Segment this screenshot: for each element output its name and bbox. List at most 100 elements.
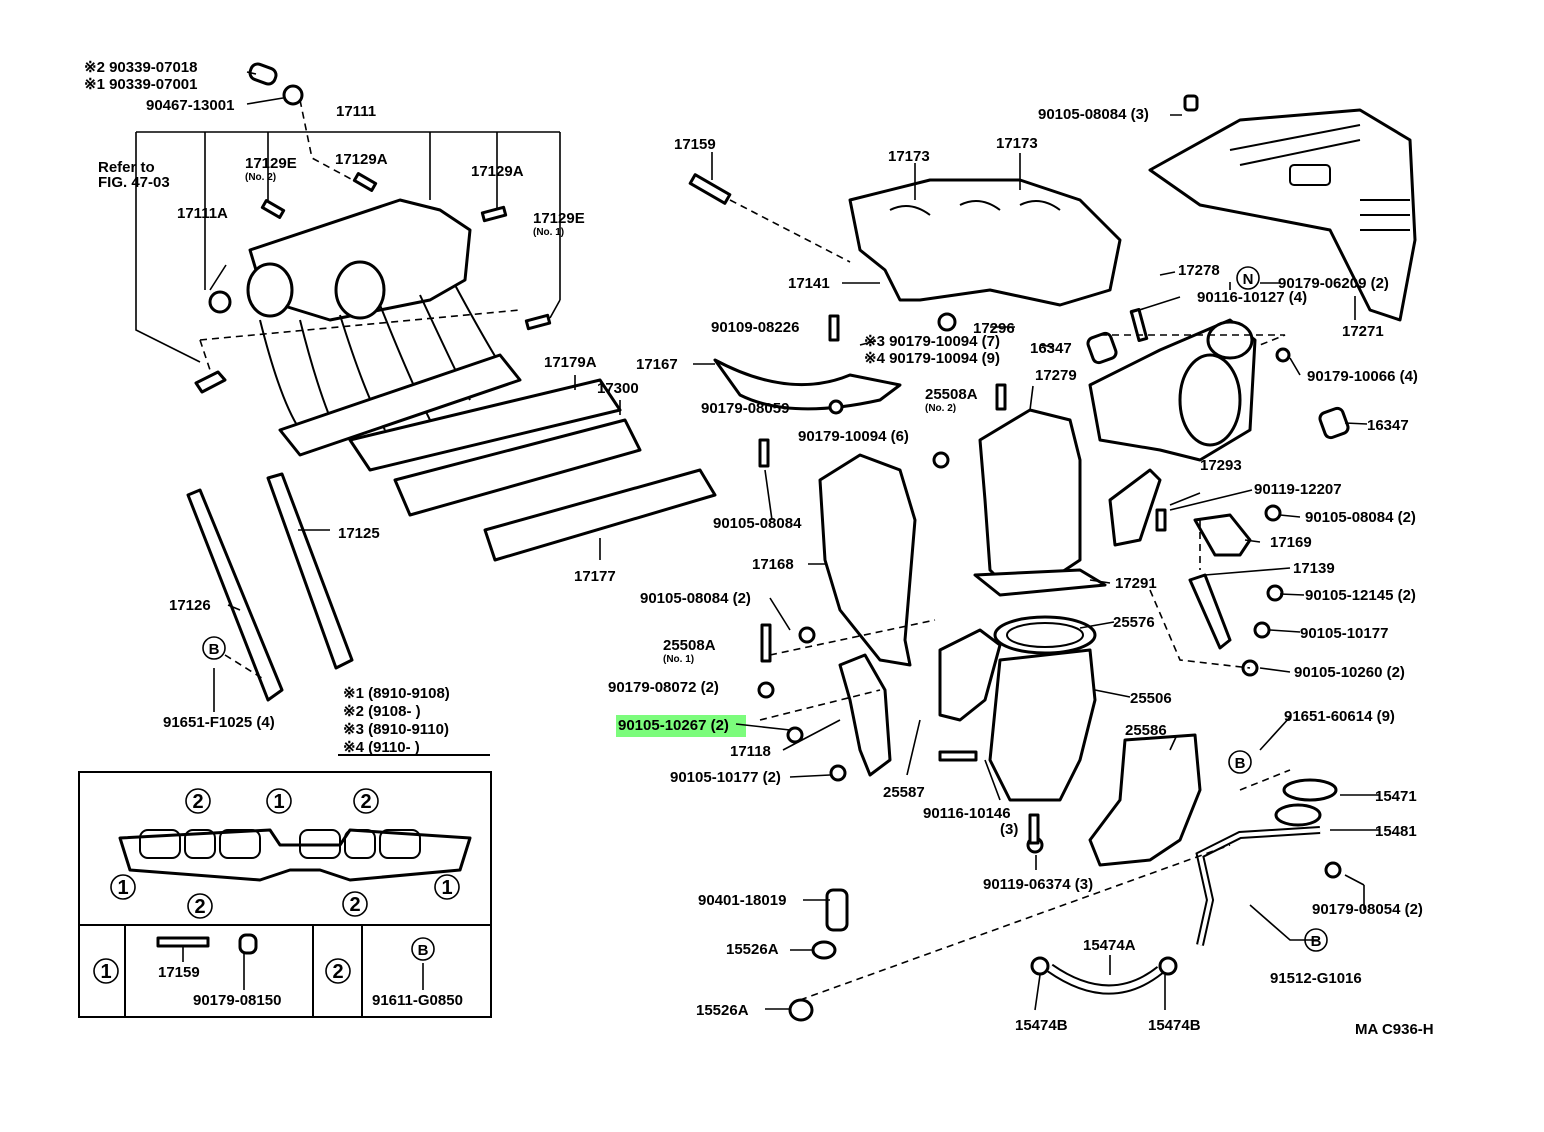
exhaust-group: [199, 94, 1417, 1022]
marker-2: 2: [192, 791, 203, 813]
marker-1: 1: [117, 877, 128, 899]
label-17141: 17141: [788, 275, 830, 292]
label-17179a: 17179A: [544, 354, 597, 371]
label-15471: 15471: [1375, 788, 1417, 805]
label-25586: 25586: [1125, 722, 1167, 739]
label-note-3: ※3 (8910-9110): [343, 721, 449, 738]
intake-manifold-group: [135, 62, 717, 712]
label-15526a-a: 15526A: [726, 941, 779, 958]
label-17173-a: 17173: [888, 148, 930, 165]
inset-label-91611-g0850: 91611-G0850: [372, 992, 463, 1009]
label-90105-08084-r: 90105-08084 (2): [1305, 509, 1416, 526]
label-90105-08084-mid: 90105-08084: [713, 515, 802, 532]
marker-2: 2: [349, 894, 360, 916]
label-17129e-no2: 17129E: [245, 155, 297, 172]
label-15481: 15481: [1375, 823, 1417, 840]
marker-1: 1: [100, 961, 111, 983]
label-note-2: ※2 (9108- ): [343, 703, 421, 720]
label-90179-08054: 90179-08054 (2): [1312, 901, 1423, 918]
label-17167: 17167: [636, 356, 678, 373]
label-90105-08084-l2: 90105-08084 (2): [640, 590, 751, 607]
label-90179-10066: 90179-10066 (4): [1307, 368, 1418, 385]
label-16347-b: 16347: [1367, 417, 1409, 434]
label-90179-10094-6: 90179-10094 (6): [798, 428, 909, 445]
circle-n: N: [1243, 271, 1254, 288]
circle-b-left-text: B: [209, 641, 220, 658]
label-90119-06374: 90119-06374 (3): [983, 876, 1093, 893]
label-25508a-no2: 25508A: [925, 386, 978, 403]
label-90105-10260: 90105-10260 (2): [1294, 664, 1405, 681]
label-15474b-a: 15474B: [1015, 1017, 1068, 1034]
label-16347-a: 16347: [1030, 340, 1072, 357]
marker-2: 2: [194, 896, 205, 918]
label-90339-07001: ※1 90339-07001: [84, 76, 198, 93]
label-90105-10177-l: 90105-10177 (2): [670, 769, 781, 786]
label-17111: 17111: [336, 103, 376, 120]
highlight-90105-10267: [616, 715, 746, 737]
label-refer-fig: FIG. 47-03: [98, 174, 170, 191]
label-90467-13001: 90467-13001: [146, 97, 234, 114]
label-17129e-no1-sub: (No. 1): [533, 227, 564, 238]
gasket-inset: [78, 771, 492, 1018]
label-17129e-no2-sub: (No. 2): [245, 172, 276, 183]
label-17129a-b: 17129A: [471, 163, 524, 180]
label-17139: 17139: [1293, 560, 1335, 577]
circle-b-left: B: [202, 636, 226, 660]
label-25576: 25576: [1113, 614, 1155, 631]
label-17118: 17118: [730, 743, 771, 760]
label-91651-60614: 91651-60614 (9): [1284, 708, 1395, 725]
label-17129e-no1: 17129E: [533, 210, 585, 227]
label-17293: 17293: [1200, 457, 1242, 474]
label-90116-10127: 90116-10127 (4): [1197, 289, 1307, 306]
label-17169: 17169: [1270, 534, 1312, 551]
marker-2: 2: [332, 961, 343, 983]
label-note-1: ※1 (8910-9108): [343, 685, 450, 702]
label-17126: 17126: [169, 597, 211, 614]
marker-1: 1: [273, 791, 284, 813]
right-markers: N B B: [1228, 266, 1328, 952]
label-17173-b: 17173: [996, 135, 1038, 152]
label-17300: 17300: [597, 380, 639, 397]
label-90401-18019: 90401-18019: [698, 892, 786, 909]
label-17159-top: 17159: [674, 136, 716, 153]
label-90179-06209: 90179-06209 (2): [1278, 275, 1389, 292]
label-25508a-no1: 25508A: [663, 637, 716, 654]
circle-b-right: B: [1235, 755, 1246, 772]
label-25508a-no2-sub: (No. 2): [925, 403, 956, 414]
inset-markers: 2 1 2 1 1 2 2 1 2 B: [93, 788, 460, 984]
part-labels: ※2 90339-07018 ※1 90339-07001 90467-1300…: [84, 59, 1434, 1038]
label-90116-10146: 90116-10146: [923, 805, 1011, 822]
label-90119-12207: 90119-12207: [1254, 481, 1342, 498]
label-90109-08226: 90109-08226: [711, 319, 799, 336]
label-90179-10094-9: ※4 90179-10094 (9): [864, 350, 1000, 367]
label-15474a: 15474A: [1083, 937, 1136, 954]
inset-label-90179-08150: 90179-08150: [193, 992, 281, 1009]
circle-b-lower: B: [1311, 933, 1322, 950]
label-90105-10177-r: 90105-10177: [1300, 625, 1388, 642]
label-ma-code: MA C936-H: [1355, 1021, 1434, 1038]
label-17279: 17279: [1035, 367, 1077, 384]
label-17271: 17271: [1342, 323, 1384, 340]
label-90116-10146-sub: (3): [1000, 821, 1018, 838]
label-90179-08059: 90179-08059: [701, 400, 789, 417]
label-17129a-a: 17129A: [335, 151, 388, 168]
label-17291: 17291: [1115, 575, 1157, 592]
label-17177: 17177: [574, 568, 616, 585]
label-15526a-b: 15526A: [696, 1002, 749, 1019]
label-90105-12145: 90105-12145 (2): [1305, 587, 1416, 604]
label-25506: 25506: [1130, 690, 1172, 707]
marker-1: 1: [441, 877, 452, 899]
label-refer-to: Refer to: [98, 159, 155, 176]
label-90179-08072: 90179-08072 (2): [608, 679, 719, 696]
label-90105-10267[interactable]: 90105-10267 (2): [618, 717, 729, 734]
label-17125: 17125: [338, 525, 380, 542]
label-90105-08084-top: 90105-08084 (3): [1038, 106, 1149, 123]
label-15474b-b: 15474B: [1148, 1017, 1201, 1034]
label-91651-f1025: 91651-F1025 (4): [163, 714, 275, 731]
label-25587: 25587: [883, 784, 925, 801]
circle-b-inset: B: [418, 942, 429, 959]
label-17296: 17296: [973, 320, 1015, 337]
label-90179-10094-7: ※3 90179-10094 (7): [864, 333, 1000, 350]
label-25508a-no1-sub: (No. 1): [663, 654, 694, 665]
